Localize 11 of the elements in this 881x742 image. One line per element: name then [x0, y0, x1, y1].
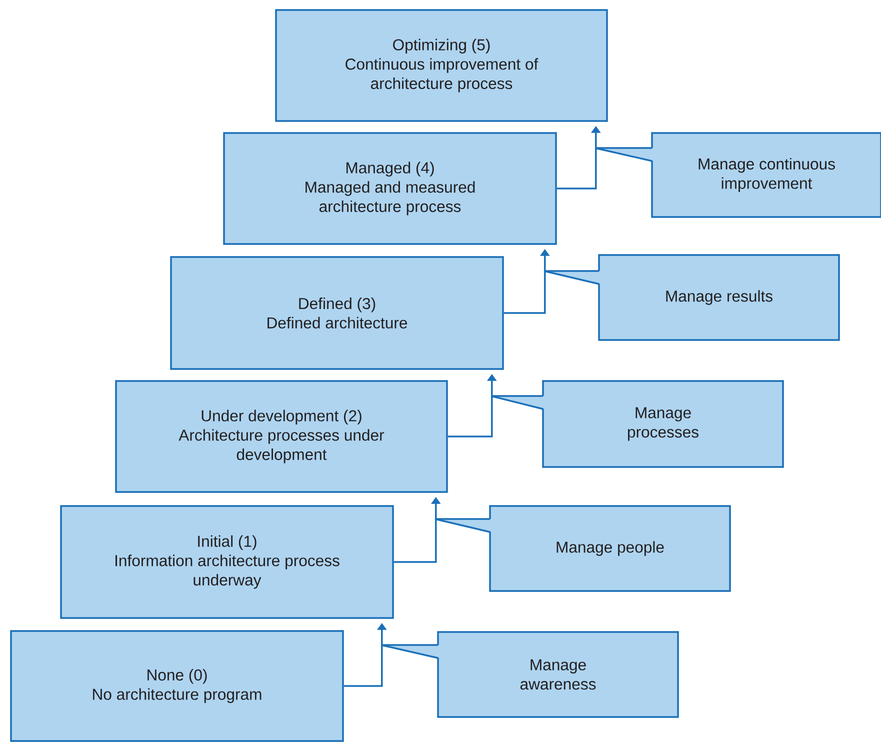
callout-box: Manage results — [544, 254, 840, 341]
level-box: Defined (3) Defined architecture — [170, 256, 504, 370]
level-box: Initial (1) Information architecture process underway — [60, 505, 394, 619]
level-box: None (0) No architecture program — [10, 630, 344, 742]
level-box: Under development (2) Architecture processes under development — [115, 380, 448, 493]
callout-box: Manage processes — [490, 380, 784, 468]
level-box: Optimizing (5) Continuous improvement of architecture process — [275, 9, 608, 122]
callout-box: Manage awareness — [380, 631, 679, 718]
callout-box: Manage people — [434, 505, 731, 592]
callout-box: Manage continuous improvement — [594, 132, 881, 218]
level-box: Managed (4) Managed and measured architecture process — [223, 132, 557, 245]
